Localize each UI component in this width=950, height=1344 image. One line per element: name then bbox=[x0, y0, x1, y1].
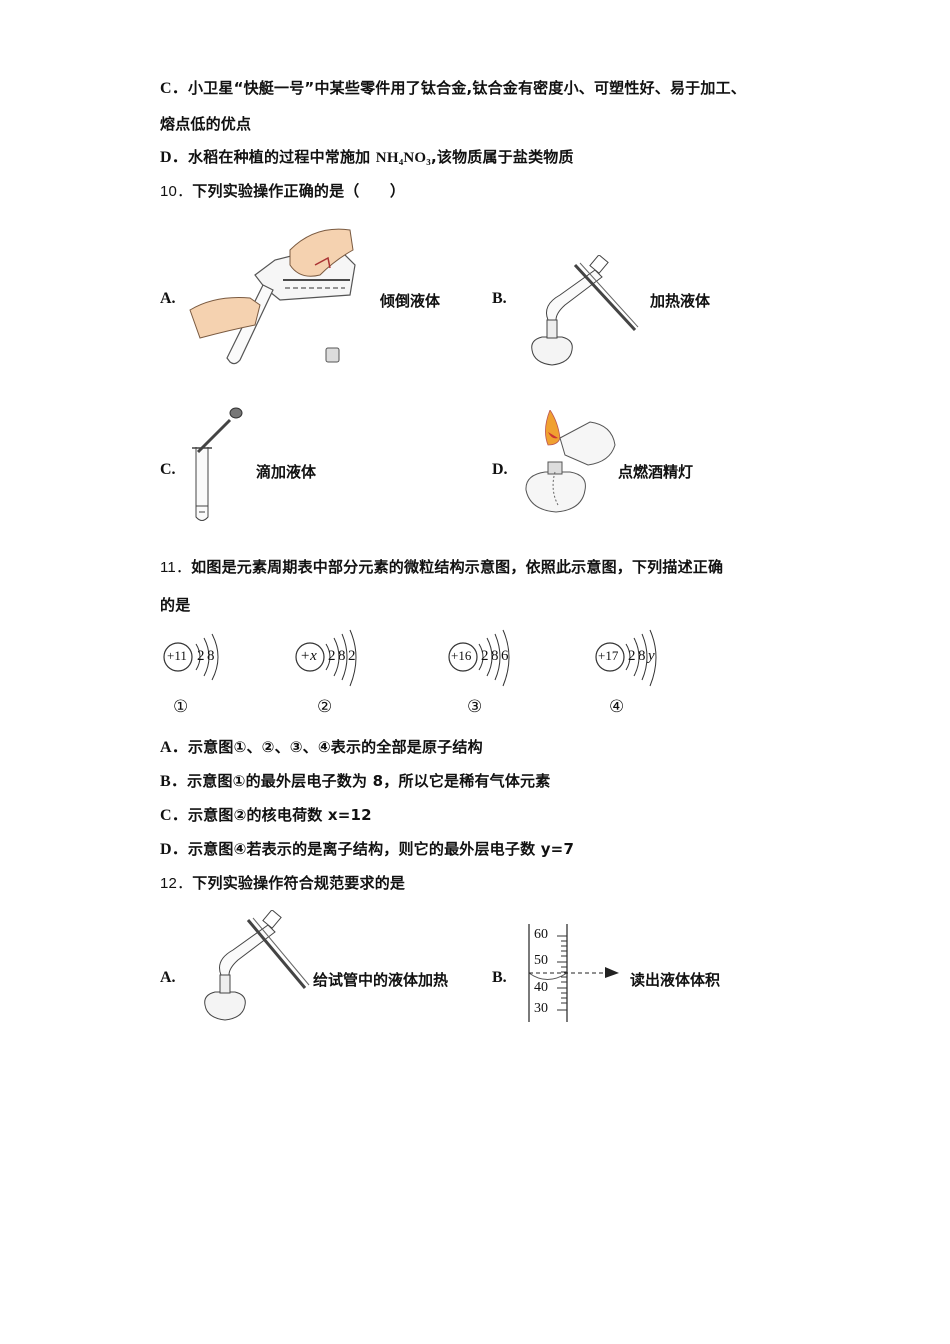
q9-option-d: D．水稻在种植的过程中常施加 NH₄NO₃,该物质属于盐类物质 bbox=[160, 147, 574, 168]
option-text: 示意图①的最外层电子数为 8，所以它是稀有气体元素 bbox=[187, 772, 551, 790]
option-text: 小卫星“快艇一号”中某些零件用了钛合金,钛合金有密度小、可塑性好、易于加工、 bbox=[187, 79, 746, 97]
q12-option-a-letter: A. bbox=[160, 969, 176, 986]
shell-electrons: 8 bbox=[338, 648, 346, 664]
option-letter: D． bbox=[160, 841, 188, 858]
atom-structure-diagram-1: +11 2 8 bbox=[160, 632, 250, 692]
nucleus-charge: +17 bbox=[598, 648, 619, 663]
question-number: 10． bbox=[160, 183, 193, 200]
diagram-index: ④ bbox=[609, 697, 625, 716]
question-text: 如图是元素周期表中部分元素的微粒结构示意图，依照此示意图，下列描述正确 bbox=[191, 558, 724, 576]
heating-test-tube-illustration bbox=[204, 910, 310, 1021]
option-text: 示意图④若表示的是离子结构，则它的最外层电子数 y=7 bbox=[187, 840, 575, 858]
question-text-continued: 的是 bbox=[160, 596, 191, 614]
q10-option-b-letter: B. bbox=[492, 290, 507, 307]
shell-electrons: 2 bbox=[628, 648, 636, 664]
q10-option-c-label: 滴加液体 bbox=[256, 463, 317, 481]
option-letter: C． bbox=[160, 80, 188, 97]
q11-option-a: A．示意图①、②、③、④表示的全部是原子结构 bbox=[160, 737, 483, 758]
question-10-stem: 10．下列实验操作正确的是（ ） bbox=[160, 181, 405, 202]
q11-option-b: B．示意图①的最外层电子数为 8，所以它是稀有气体元素 bbox=[160, 771, 550, 792]
dropping-liquid-illustration bbox=[192, 407, 243, 521]
q10-option-c-letter: C. bbox=[160, 461, 176, 478]
question-text: 下列实验操作正确的是（ ） bbox=[192, 182, 406, 200]
q9-option-c-line1: C．小卫星“快艇一号”中某些零件用了钛合金,钛合金有密度小、可塑性好、易于加工、 bbox=[160, 78, 746, 99]
option-text: 示意图②的核电荷数 x=12 bbox=[187, 806, 372, 824]
question-number: 11． bbox=[160, 559, 192, 576]
shell-electrons: 2 bbox=[348, 648, 356, 664]
option-letter: D． bbox=[160, 149, 188, 166]
q10-option-d-label: 点燃酒精灯 bbox=[618, 463, 694, 481]
q9-option-c-line2: 熔点低的优点 bbox=[160, 114, 251, 134]
question-11-stem-line1: 11．如图是元素周期表中部分元素的微粒结构示意图，依照此示意图，下列描述正确 bbox=[160, 557, 723, 578]
scale-tick-50: 50 bbox=[534, 953, 548, 968]
shell-electrons: y bbox=[648, 648, 655, 664]
option-text: ,该物质属于盐类物质 bbox=[431, 148, 574, 166]
shell-electrons: 2 bbox=[481, 648, 489, 664]
q12-option-b-letter: B. bbox=[492, 969, 507, 986]
shell-electrons: 6 bbox=[501, 648, 509, 664]
question-12-stem: 12．下列实验操作符合规范要求的是 bbox=[160, 873, 405, 894]
q10-option-a-letter: A. bbox=[160, 290, 176, 307]
pouring-liquid-illustration bbox=[189, 228, 356, 365]
diagram-index: ② bbox=[317, 697, 333, 716]
option-letter: B． bbox=[160, 773, 188, 790]
heating-liquid-illustration bbox=[531, 255, 639, 366]
option-letter: A． bbox=[160, 739, 188, 756]
q11-option-c: C．示意图②的核电荷数 x=12 bbox=[160, 805, 372, 826]
question-text: 下列实验操作符合规范要求的是 bbox=[192, 874, 406, 892]
question-11-stem-line2: 的是 bbox=[160, 595, 190, 615]
shell-electrons: 2 bbox=[197, 648, 205, 664]
atom-structure-diagram-3: +16 2 8 6 bbox=[445, 628, 535, 688]
scale-tick-30: 30 bbox=[534, 1001, 548, 1016]
graduated-cylinder-reading-illustration bbox=[528, 924, 619, 1022]
chemical-formula: NH₄NO₃ bbox=[375, 150, 431, 166]
scale-tick-40: 40 bbox=[534, 980, 548, 995]
lighting-alcohol-lamp-illustration bbox=[525, 410, 616, 513]
option-text: 水稻在种植的过程中常施加 bbox=[187, 148, 376, 166]
q10-option-d-letter: D. bbox=[492, 461, 508, 478]
diagram-index: ① bbox=[173, 697, 189, 716]
q12-option-b-label: 读出液体体积 bbox=[630, 971, 721, 989]
nucleus-charge: +16 bbox=[451, 648, 472, 663]
option-text-continued: 熔点低的优点 bbox=[160, 115, 252, 133]
question-number: 12． bbox=[160, 875, 193, 892]
option-text: 示意图①、②、③、④表示的全部是原子结构 bbox=[187, 738, 483, 756]
shell-electrons: 8 bbox=[491, 648, 499, 664]
scale-tick-60: 60 bbox=[534, 927, 548, 942]
diagram-index: ③ bbox=[467, 697, 483, 716]
q12-option-a-label: 给试管中的液体加热 bbox=[313, 971, 449, 989]
q10-option-b-label: 加热液体 bbox=[650, 292, 711, 310]
nucleus-charge: +x bbox=[300, 648, 317, 664]
atom-structure-diagram-4: +17 2 8 y bbox=[592, 628, 682, 688]
shell-electrons: 8 bbox=[207, 648, 215, 664]
shell-electrons: 8 bbox=[638, 648, 646, 664]
shell-electrons: 2 bbox=[328, 648, 336, 664]
q10-option-a-label: 倾倒液体 bbox=[380, 292, 441, 310]
option-letter: C． bbox=[160, 807, 188, 824]
nucleus-charge: +11 bbox=[167, 648, 187, 663]
atom-structure-diagram-2: +x 2 8 2 bbox=[292, 628, 382, 688]
q11-option-d: D．示意图④若表示的是离子结构，则它的最外层电子数 y=7 bbox=[160, 839, 574, 860]
